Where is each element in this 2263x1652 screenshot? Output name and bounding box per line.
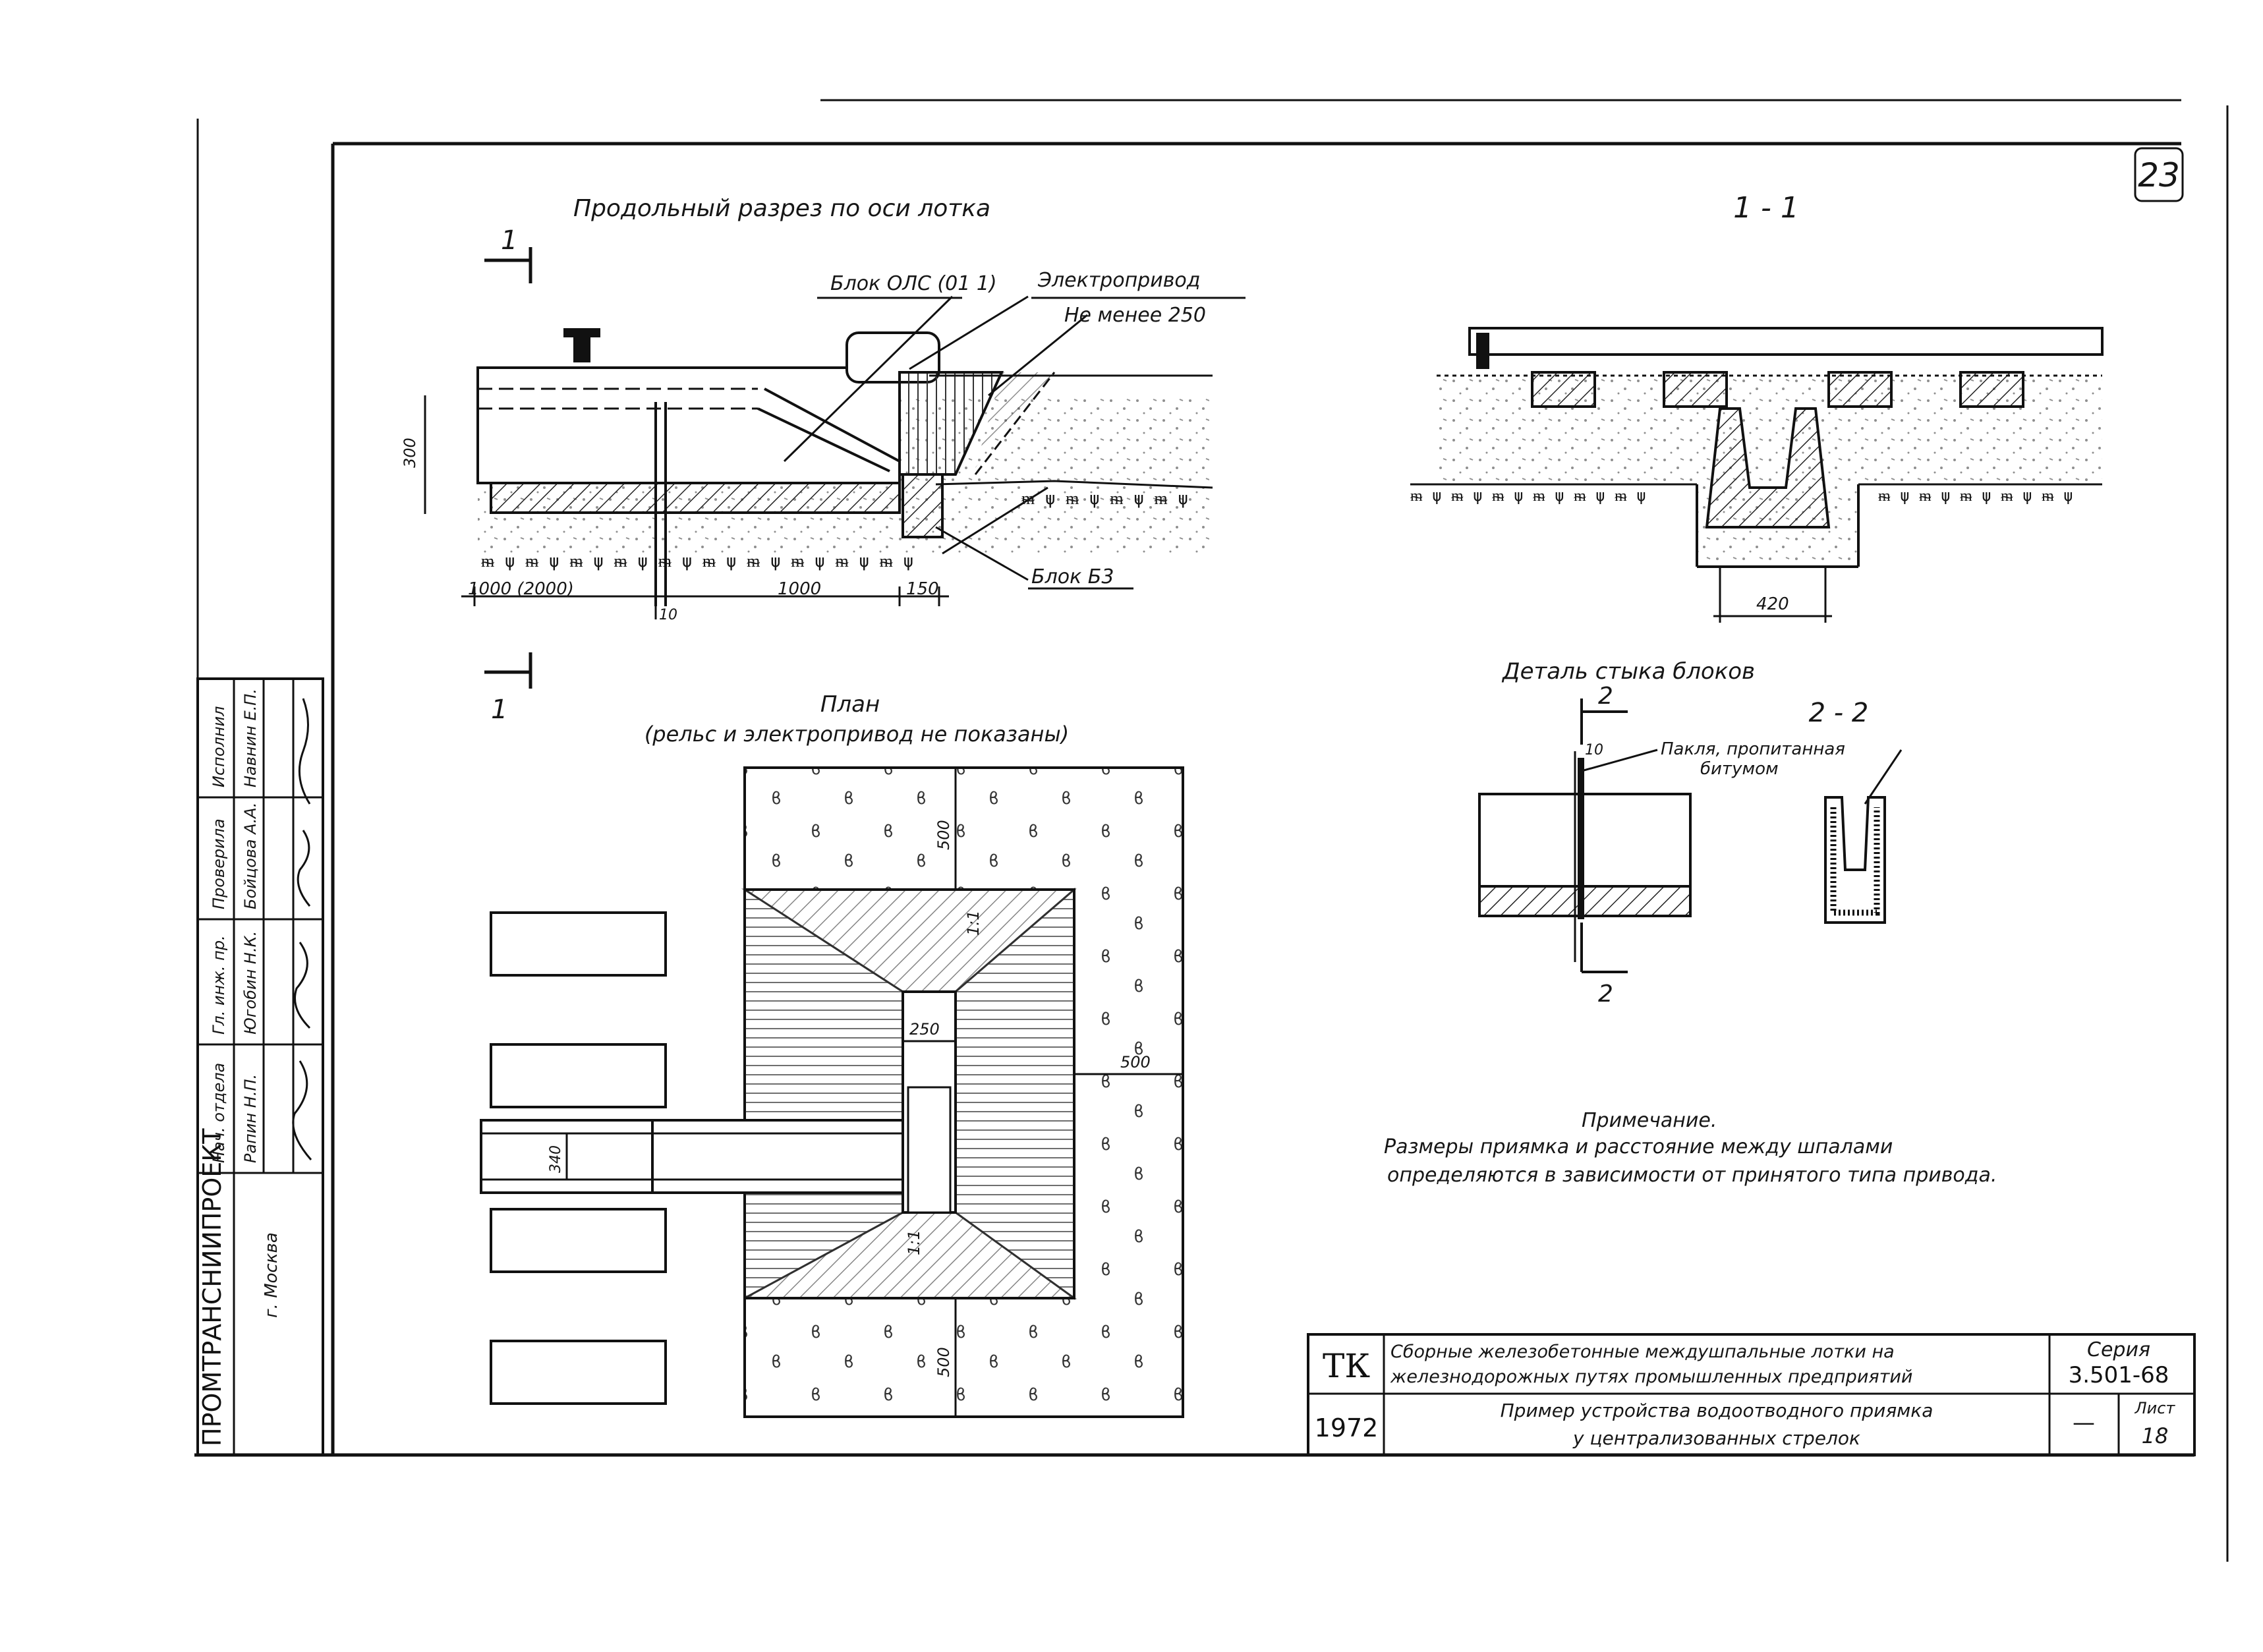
note-heading: Примечание.: [1582, 1109, 1717, 1132]
stamp-role-1: Нач. отдела: [210, 1063, 228, 1163]
sheet-value: 18: [2142, 1423, 2169, 1448]
svg-text:ᵯ ψ ᵯ ψ ᵯ ψ ᵯ ψ: ᵯ ψ ᵯ ψ ᵯ ψ ᵯ ψ: [1021, 489, 1188, 509]
title-line2: железнодорожных путях промышленных предп…: [1390, 1367, 1912, 1387]
plan-slope-top: 1:1: [964, 910, 983, 936]
block-ops-label: Блок ОЛС (01 1): [830, 272, 997, 295]
section-marker-1-top: [484, 247, 532, 283]
svg-text:ᵯ ψ ᵯ ψ ᵯ ψ ᵯ ψ ᵯ ψ: ᵯ ψ ᵯ ψ ᵯ ψ ᵯ ψ ᵯ ψ: [1878, 486, 2073, 505]
plan-dim-right: 500: [1120, 1053, 1151, 1071]
signature-mark: [298, 698, 311, 805]
sheet-number-badge: 23: [2134, 147, 2184, 202]
min-distance-label: Не менее 250: [1064, 304, 1206, 327]
signature-mark: [292, 1060, 312, 1160]
title-line3: Пример устройства водоотводного приямка: [1501, 1400, 1934, 1421]
joint-section-label: 2 - 2: [1809, 698, 1869, 728]
stamp-name-1: Рапин Н.П.: [241, 1074, 260, 1163]
stamp-name-3: Бойцова А.А.: [241, 803, 260, 909]
stamp-organization: ПРОМТРАНСНИИПРОЕКТ: [198, 1128, 227, 1446]
stamp-name-4: Навнин Е.П.: [241, 689, 260, 787]
stamp-role-2: Гл. инж. пр.: [210, 935, 228, 1035]
plan-dim-340: 340: [548, 1145, 564, 1173]
svg-text:ᵯ ψ ᵯ ψ ᵯ ψ ᵯ ψ ᵯ ψ ᵯ ψ ᵯ ψ ᵯ: ᵯ ψ ᵯ ψ ᵯ ψ ᵯ ψ ᵯ ψ ᵯ ψ ᵯ ψ ᵯ ψ ᵯ ψ ᵯ ψ: [481, 552, 913, 571]
title-block: ТК 1972 Сборные железобетонные междушпал…: [1307, 1333, 2196, 1456]
stamp-role-4: Исполнил: [210, 706, 228, 788]
dim-10: 10: [659, 607, 677, 623]
dim-1000-2000: 1000 (2000): [468, 579, 574, 599]
title-dash: —: [2073, 1410, 2095, 1436]
cross-section-title: 1 - 1: [1733, 191, 1799, 225]
sheet-number: 23: [2138, 156, 2180, 194]
signature-mark: [294, 942, 311, 1029]
plan-title: План: [820, 691, 880, 718]
cross-section-1-1: 1 - 1 ᵯ ψ ᵯ ψ ᵯ ψ ᵯ ψ ᵯ ψ ᵯ ψ ᵯ ψ ᵯ ψ ᵯ …: [1410, 191, 2104, 623]
stamp-name-2: Югобин Н.К.: [241, 931, 260, 1035]
tow-label-2: битумом: [1700, 759, 1779, 779]
plan-slope-bottom: 1:1: [905, 1230, 923, 1255]
plan-subtitle: (рельс и электропривод не показаны): [645, 722, 1069, 747]
tk-label: ТК: [1323, 1347, 1370, 1385]
note-line1: Размеры приямка и расстояние между шпала…: [1384, 1135, 1893, 1158]
longitudinal-section-title: Продольный разрез по оси лотка: [573, 195, 990, 222]
note-line2: определяются в зависимости от принятого …: [1387, 1164, 1997, 1187]
left-stamp: Исполнил Проверила Гл. инж. пр. Нач. отд…: [196, 677, 324, 1456]
joint-gap-dim: 10: [1585, 742, 1603, 758]
longitudinal-section: Продольный разрез по оси лотка 1: [401, 195, 1246, 725]
section-marker-1-top-label: 1: [501, 225, 517, 256]
title-line4: у централизованных стрелок: [1572, 1427, 1860, 1449]
title-year: 1972: [1315, 1413, 1379, 1442]
stamp-city: г. Москва: [262, 1232, 281, 1318]
series-value: 3.501-68: [2069, 1362, 2169, 1388]
joint-detail: Деталь стыка блоков 2 10 2 2 - 2 Пакля, …: [1478, 658, 1903, 1008]
dim-1000: 1000: [778, 579, 821, 599]
section-marker-1-bottom: [484, 652, 532, 689]
plan: План (рельс и электропривод не показаны)…: [480, 691, 1184, 1418]
plan-dim-bottom: 500: [934, 1347, 953, 1377]
height-dim-label: 300: [401, 438, 419, 468]
signature-mark: [297, 830, 311, 907]
dim-150: 150: [906, 579, 939, 599]
plan-dim-250: 250: [909, 1020, 940, 1039]
title-line1: Сборные железобетонные междушпальные лот…: [1390, 1342, 1895, 1362]
section-marker-1-bottom-label: 1: [491, 695, 507, 725]
block-b3-label: Блок Б3: [1031, 565, 1114, 588]
tow-label-1: Пакля, пропитанная: [1661, 739, 1845, 759]
joint-detail-title: Деталь стыка блоков: [1501, 658, 1755, 685]
cross-section-width-dim: 420: [1756, 594, 1789, 614]
joint-marker-top: 2: [1598, 683, 1613, 710]
stamp-role-3: Проверила: [210, 818, 228, 909]
plan-dim-top: 500: [934, 820, 953, 850]
svg-text:ᵯ ψ ᵯ ψ ᵯ ψ ᵯ ψ ᵯ ψ ᵯ ψ: ᵯ ψ ᵯ ψ ᵯ ψ ᵯ ψ ᵯ ψ ᵯ ψ: [1410, 486, 1646, 505]
electric-drive-label: Электропривод: [1037, 269, 1201, 292]
note: Примечание. Размеры приямка и расстояние…: [1384, 1109, 1997, 1187]
joint-marker-bottom: 2: [1598, 981, 1613, 1008]
sheet-label: Лист: [2134, 1399, 2176, 1417]
series-label: Серия: [2087, 1338, 2150, 1361]
